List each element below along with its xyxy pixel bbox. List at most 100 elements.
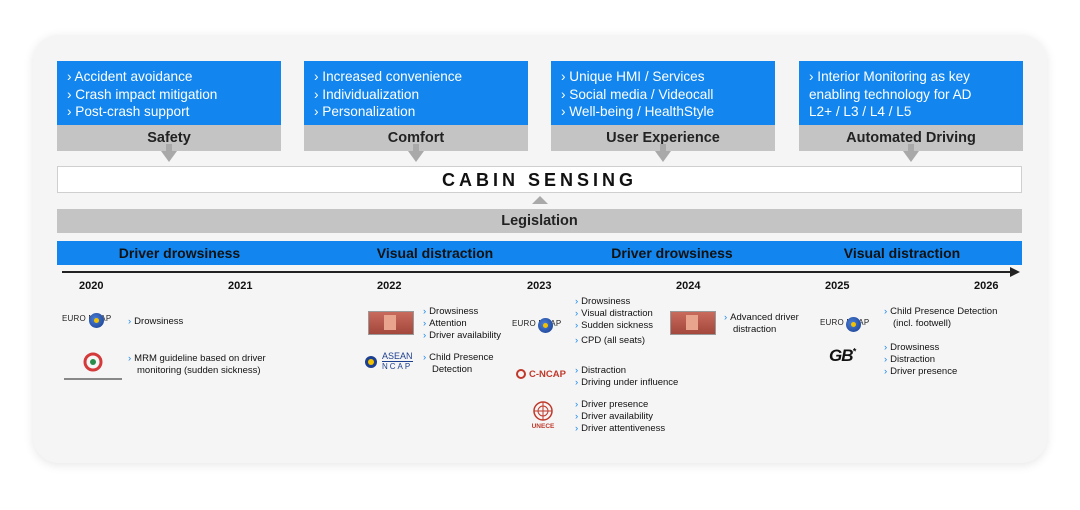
pillar-point: › Unique HMI / Services [561,69,705,84]
arrow-down-icon [408,144,424,162]
pillar-comfort: › Increased convenience › Individualizat… [304,61,528,151]
legislation-bar: Legislation [57,209,1022,233]
pillar-point: › Social media / Videocall [561,86,714,102]
milestone-text: Drowsiness [890,342,940,353]
milestone-text: Driver availability [581,411,653,422]
logo-text: NCAP [382,362,413,371]
arrow-down-icon [903,144,919,162]
logo-text: EURO NCAP [820,318,870,327]
european-commission-logo-icon [368,311,414,335]
logo-text: EURO NCAP [512,319,562,328]
pillar-ad-points: › Interior Monitoring as key enabling te… [799,61,1023,125]
year-label: 2023 [527,280,552,292]
milestone-text: Drowsiness [134,316,184,327]
arrow-down-icon [655,144,671,162]
euro-ncap-logo: EURO NCAP [820,318,869,327]
milestone-text: Driver presence [581,399,649,410]
year-label: 2024 [676,280,701,292]
milestone-euro-ncap-2025: ›Child Presence Detection (incl. footwel… [884,306,998,329]
milestone-asean-2022: ›Child Presence Detection [423,352,494,375]
year-label: 2022 [377,280,402,292]
pillar-point: L2+ / L3 / L4 / L5 [809,104,912,119]
pillar-comfort-points: › Increased convenience › Individualizat… [304,61,528,125]
milestone-gb-2025: ›Drowsiness ›Distraction ›Driver presenc… [884,342,958,377]
c-ncap-logo: C-NCAP [516,369,566,380]
pillar-label: User Experience [551,125,775,151]
pillar-point: › Personalization [314,104,416,119]
unece-logo: UNECE [526,400,560,434]
logo-text: ASEAN [382,351,413,362]
milestone-text: Child Presence [429,352,494,363]
milestone-text: Distraction [581,365,627,376]
arrow-down-icon [161,144,177,162]
topic-bar: Driver drowsiness Visual distraction Dri… [57,241,1022,265]
milestone-euro-ncap-2023: ›Drowsiness ›Visual distraction ›Sudden … [575,296,653,346]
milestone-text: distraction [733,324,777,335]
pillar-user-experience: › Unique HMI / Services › Social media /… [551,61,775,151]
milestone-text: Sudden sickness [581,320,653,331]
logo-text: EURO NCAP [62,314,112,323]
european-commission-logo-icon [670,311,716,335]
year-label: 2020 [79,280,104,292]
milestone-text: (incl. footwell) [893,318,952,329]
topic-segment: Visual distraction [376,245,494,261]
milestone-text: Drowsiness [429,306,479,317]
milestone-text: Drowsiness [581,296,631,307]
year-label: 2025 [825,280,850,292]
pillar-point: › Accident avoidance [67,69,193,84]
euro-ncap-logo: EURO NCAP [512,319,561,328]
globe-icon [537,318,554,333]
logo-text: C-NCAP [529,369,566,380]
milestone-text: Driver attentiveness [581,423,666,434]
asean-ncap-logo: ASEAN NCAP [364,351,418,373]
milestone-text: CPD (all seats) [581,335,646,346]
mlit-logo-icon [62,350,124,384]
arrow-up-icon [532,196,548,204]
euro-ncap-logo: EURO NCAP [62,314,111,323]
milestone-text: Driver presence [890,366,958,377]
year-label: 2026 [974,280,999,292]
timeline-arrow-icon [1010,267,1020,277]
milestone-text: Attention [429,318,467,329]
pillar-safety: › Accident avoidance › Crash impact miti… [57,61,281,151]
pillar-point: › Well-being / HealthStyle [561,104,715,119]
pillar-point: › Crash impact mitigation [67,86,218,102]
logo-text: UNECE [531,423,555,430]
milestone-text: MRM guideline based on driver [134,353,266,364]
timeline-axis [62,271,1012,273]
pillar-point: enabling technology for AD [809,86,972,102]
milestone-text: Visual distraction [581,308,653,319]
milestone-text: Detection [432,364,473,375]
pillar-safety-points: › Accident avoidance › Crash impact miti… [57,61,281,125]
globe-icon [88,313,105,328]
milestone-text: Driving under influence [581,377,679,388]
milestone-japan-2020: ›MRM guideline based on driver monitorin… [128,353,266,376]
topic-segment: Driver drowsiness [611,245,733,261]
gb-standard-logo: GB* [829,346,856,366]
topic-segment: Driver drowsiness [118,245,241,261]
milestone-ec-2024: ›Advanced driver distraction [724,312,799,335]
milestone-c-ncap-2023: ›Distraction ›Driving under influence [575,365,679,388]
logo-text: GB [829,346,853,365]
pillar-point: › Post-crash support [67,104,190,119]
c-ncap-emblem-icon [516,369,526,380]
milestone-text: Advanced driver [730,312,799,323]
milestone-unece-2023: ›Driver presence ›Driver availability ›D… [575,399,666,434]
pillar-automated-driving: › Interior Monitoring as key enabling te… [799,61,1023,151]
cabin-sensing-bar: CABIN SENSING [57,166,1022,193]
pillar-point: › Interior Monitoring as key [809,69,970,84]
milestone-text: monitoring (sudden sickness) [137,365,261,376]
milestone-text: Distraction [890,354,936,365]
milestone-ec-2022: ›Drowsiness ›Attention ›Driver availabil… [423,306,501,341]
asean-emblem-icon [365,356,377,368]
globe-icon [845,317,862,332]
milestone-text: Child Presence Detection [890,306,998,317]
un-emblem-icon [533,401,553,421]
pillar-point: › Individualization [314,86,420,102]
year-label: 2021 [228,280,253,292]
milestone-euro-ncap-2020: ›Drowsiness [128,316,184,327]
topic-segment: Visual distraction [843,245,961,261]
pillar-ux-points: › Unique HMI / Services › Social media /… [551,61,775,125]
pillar-point: › Increased convenience [314,69,463,84]
milestone-text: Driver availability [429,330,501,341]
